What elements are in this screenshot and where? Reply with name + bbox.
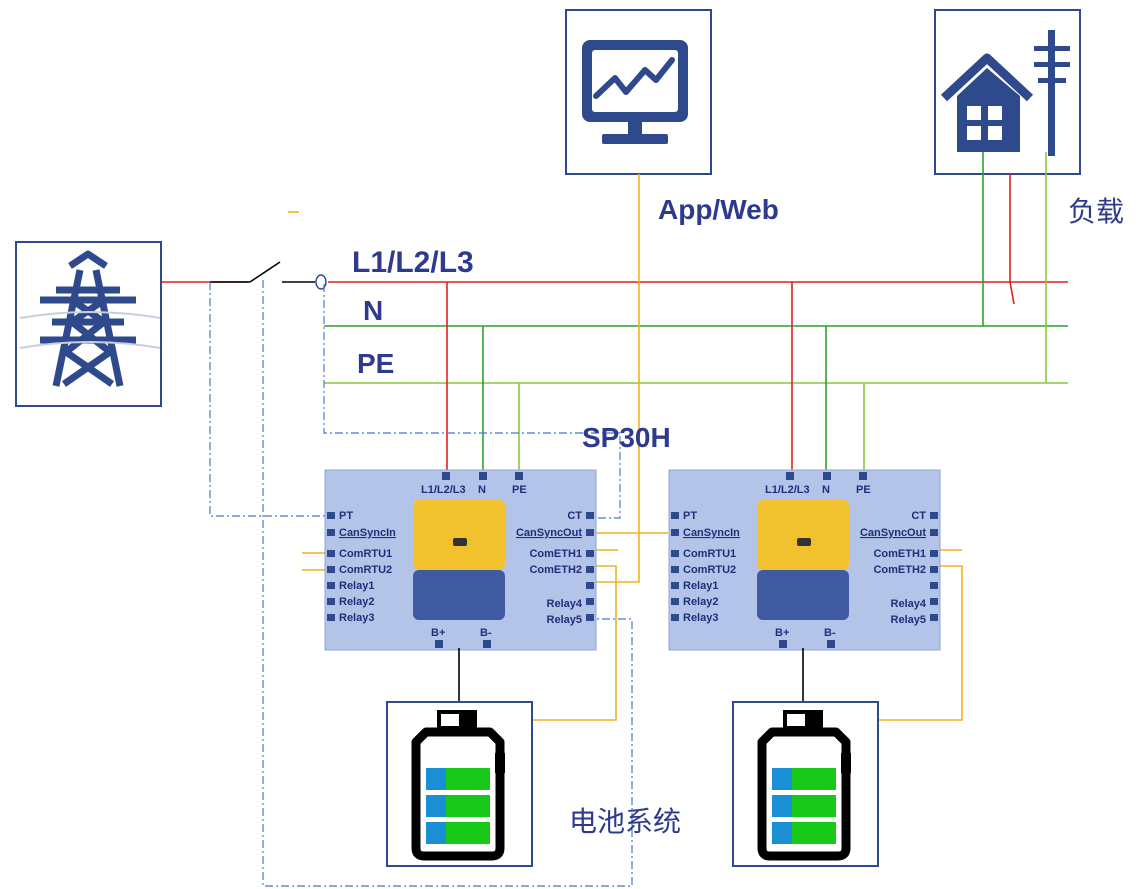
port-relay4: Relay4 <box>547 598 583 610</box>
port-comrtu2: ComRTU2 <box>683 564 736 576</box>
port-comrtu1: ComRTU1 <box>683 548 736 560</box>
port-cometh1: ComETH1 <box>529 548 582 560</box>
port-relay4: Relay4 <box>891 598 927 610</box>
monitor-chart-icon <box>582 40 688 144</box>
port-cansyncout: CanSyncOut <box>860 527 926 539</box>
port-bminus: B- <box>480 627 492 639</box>
port-cansyncout: CanSyncOut <box>516 527 582 539</box>
port-pe: PE <box>512 484 527 496</box>
load-building <box>934 9 1081 175</box>
label-pe: PE <box>357 348 394 379</box>
inverter-unit-bottom <box>757 570 849 620</box>
port-n: N <box>478 484 486 496</box>
label-app-web: App/Web <box>658 194 779 225</box>
port-l1l2l3: L1/L2/L3 <box>765 484 810 496</box>
port-relay3: Relay3 <box>339 612 374 624</box>
control-lines <box>209 280 633 887</box>
inverter-unit-bottom <box>413 570 505 620</box>
port-relay2: Relay2 <box>339 596 374 608</box>
label-phases: L1/L2/L3 <box>352 246 474 279</box>
label-load: 负载 <box>1068 195 1124 228</box>
inverter-2: L1/L2/L3 N PE PT CanSyncIn ComRTU1 ComRT… <box>668 469 941 651</box>
port-cansyncin: CanSyncIn <box>683 527 740 539</box>
label-neutral: N <box>363 295 383 326</box>
monitor <box>565 9 712 175</box>
inverter-unit-top <box>757 500 849 570</box>
left-port-squares <box>327 512 335 621</box>
transmission-tower-icon <box>40 250 136 387</box>
port-relay1: Relay1 <box>339 580 374 592</box>
battery-2 <box>732 701 879 867</box>
label-battery-system: 电池系统 <box>569 805 681 838</box>
right-port-squares <box>586 512 594 621</box>
port-l1l2l3: L1/L2/L3 <box>421 484 466 496</box>
left-port-squares <box>671 512 679 621</box>
port-cometh2: ComETH2 <box>529 564 582 576</box>
port-relay5: Relay5 <box>891 614 926 626</box>
battery-1 <box>386 701 533 867</box>
port-relay2: Relay2 <box>683 596 718 608</box>
port-ct: CT <box>567 510 582 522</box>
port-relay5: Relay5 <box>547 614 582 626</box>
port-pt: PT <box>339 510 353 522</box>
inverter-display <box>797 538 811 546</box>
battery-icon <box>411 710 505 861</box>
port-cometh1: ComETH1 <box>873 548 926 560</box>
ac-bus-lines <box>161 152 1068 473</box>
port-comrtu2: ComRTU2 <box>339 564 392 576</box>
port-relay1: Relay1 <box>683 580 718 592</box>
port-cansyncin: CanSyncIn <box>339 527 396 539</box>
inverter-display <box>453 538 467 546</box>
port-pe: PE <box>856 484 871 496</box>
port-bplus: B+ <box>775 627 789 639</box>
port-pt: PT <box>683 510 697 522</box>
battery-icon <box>757 710 851 861</box>
port-ct: CT <box>911 510 926 522</box>
port-n: N <box>822 484 830 496</box>
current-transformer <box>315 274 327 290</box>
inverter-1: L1/L2/L3 N PE PT CanSyncIn ComRTU1 ComRT… <box>324 469 597 651</box>
disconnect-switch <box>210 261 315 283</box>
port-comrtu1: ComRTU1 <box>339 548 392 560</box>
inverter-unit-top <box>413 500 505 570</box>
port-relay3: Relay3 <box>683 612 718 624</box>
house-with-pole-icon <box>940 30 1070 156</box>
right-port-squares <box>930 512 938 621</box>
port-cometh2: ComETH2 <box>873 564 926 576</box>
port-bplus: B+ <box>431 627 445 639</box>
grid-tower <box>15 241 162 407</box>
port-bminus: B- <box>824 627 836 639</box>
comm-lines <box>302 174 963 721</box>
label-inverter-model: SP30H <box>582 422 671 453</box>
